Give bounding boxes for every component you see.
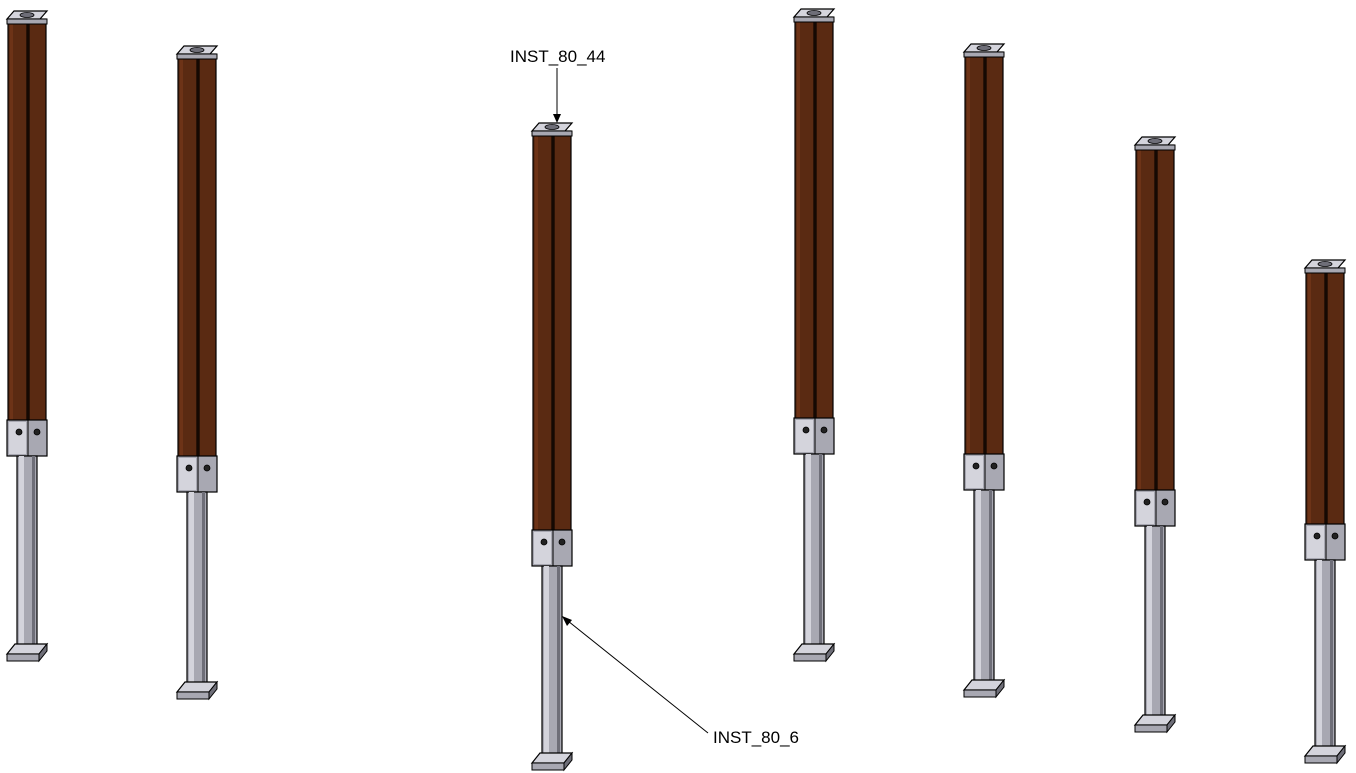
post-foot: [1133, 713, 1177, 734]
post-foot: [962, 678, 1006, 699]
post-5: [962, 43, 1006, 699]
leader-line-bottom: [562, 616, 709, 734]
post-cap: [962, 43, 1006, 58]
post-6: [1133, 136, 1177, 734]
post-cap: [175, 45, 219, 60]
leader-arrow-top: [553, 114, 561, 123]
post-2: [175, 45, 219, 701]
post-bracket: [793, 417, 835, 455]
post-cap: [1303, 259, 1347, 274]
post-bracket: [6, 419, 48, 457]
post-bracket: [1134, 489, 1176, 527]
callout-label-inst-80-44: INST_80_44: [510, 47, 606, 66]
post-foot: [792, 642, 836, 663]
post-bracket: [963, 453, 1005, 491]
leader-arrow-bottom: [562, 616, 572, 626]
post-cap: [792, 8, 836, 23]
callout-label-inst-80-6: INST_80_6: [713, 728, 799, 747]
post-bracket: [531, 529, 573, 567]
post-foot: [5, 642, 49, 663]
post-7: [1303, 259, 1347, 765]
post-3: [530, 122, 574, 772]
post-1: [5, 10, 49, 663]
post-foot: [175, 680, 219, 701]
post-4: [792, 8, 836, 663]
post-foot: [1303, 744, 1347, 765]
post-bracket: [176, 455, 218, 493]
post-cap: [5, 10, 49, 25]
post-foot: [530, 751, 574, 772]
callout-leaders: [553, 68, 709, 734]
post-cap: [1133, 136, 1177, 151]
post-cap: [530, 122, 574, 137]
post-bracket: [1304, 523, 1346, 561]
